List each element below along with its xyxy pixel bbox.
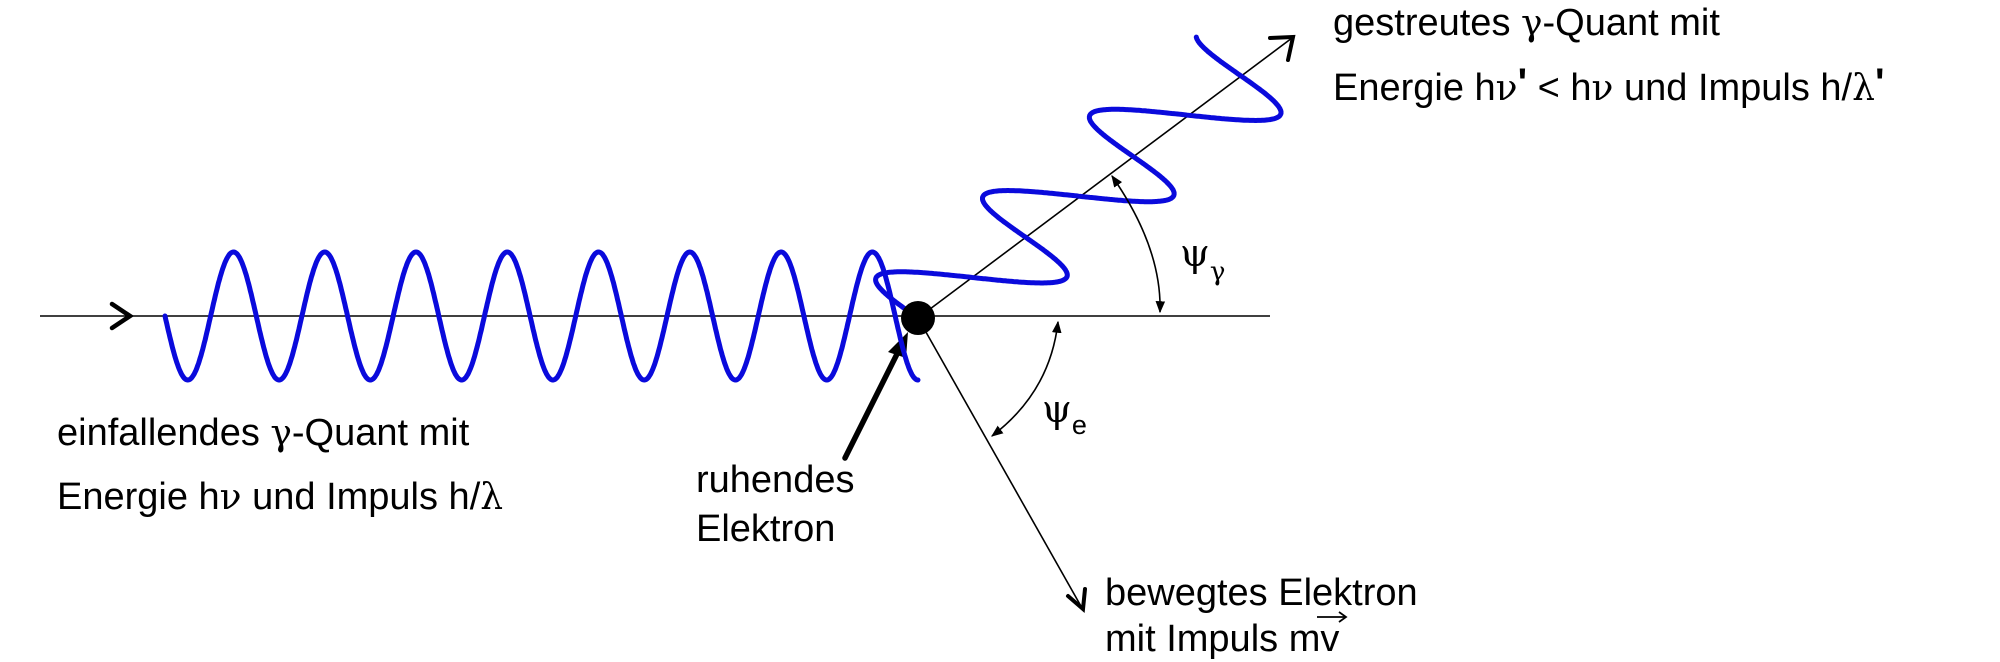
incident-label-text: -Quant mit [291,412,470,454]
angle-arc-e [991,320,1062,437]
resting-electron-label-line2: Elektron [696,508,836,550]
incident-label-text: einfallendes [57,412,271,454]
nu-symbol: ν [1495,68,1518,109]
resting-electron-label-line1: ruhendes [696,459,855,501]
incident-wave [162,249,921,383]
moving-electron-momentum-text: mit Impuls m [1105,618,1321,660]
nu-symbol: ν [1591,68,1614,109]
moving-electron-label-line2: mit Impuls mv [1105,611,1348,660]
scattered-arrowhead [1268,34,1296,62]
less-than-text: < h [1527,67,1592,109]
angle-subscript: γ [1209,257,1226,287]
moving-electron-label-line1: bewegtes Elektron [1105,572,1418,614]
angle-gamma-label: ψγ [1180,231,1225,285]
v-symbol: v [1320,618,1340,660]
scattered-label-line2: Energie hν' < hν und Impuls h/λ' [1333,63,1884,109]
incident-label-line2: Energie hν und Impuls h/λ [57,478,503,516]
electron-direction-line [917,317,1083,609]
prime-mark: ' [1517,61,1528,105]
electron-dot [901,301,935,335]
scattered-label-text: -Quant mit [1542,2,1720,44]
incident-arrowhead [109,301,135,331]
angle-e-label: ψe [1042,387,1087,439]
scattered-momentum-text: und Impuls h/ [1613,67,1853,109]
electron-arrowhead [1066,587,1087,614]
vector-v: v [1317,611,1348,660]
scattered-direction-line [917,37,1293,319]
lambda-symbol: λ [480,477,504,518]
nu-symbol: ν [219,477,242,518]
scattered-label-text: gestreutes [1333,2,1521,44]
scattered-label-line1: gestreutes γ-Quant mit [1333,4,1720,42]
lambda-symbol: λ [1852,68,1875,109]
angle-arc-gamma [1111,175,1166,314]
gamma-symbol: γ [270,413,292,454]
prime-mark: ' [1874,61,1885,105]
incident-label-line1: einfallendes γ-Quant mit [57,414,469,452]
incident-energy-text: Energie h [57,476,220,518]
angle-subscript: e [1071,410,1087,440]
vector-arrow-icon [1317,611,1348,623]
gamma-symbol: γ [1521,3,1543,44]
incident-momentum-text: und Impuls h/ [241,476,481,518]
resting-electron-pointer [842,341,905,461]
psi-symbol: ψ [1042,387,1072,431]
psi-symbol: ψ [1180,231,1210,275]
scattered-energy-text: Energie h [1333,67,1496,109]
